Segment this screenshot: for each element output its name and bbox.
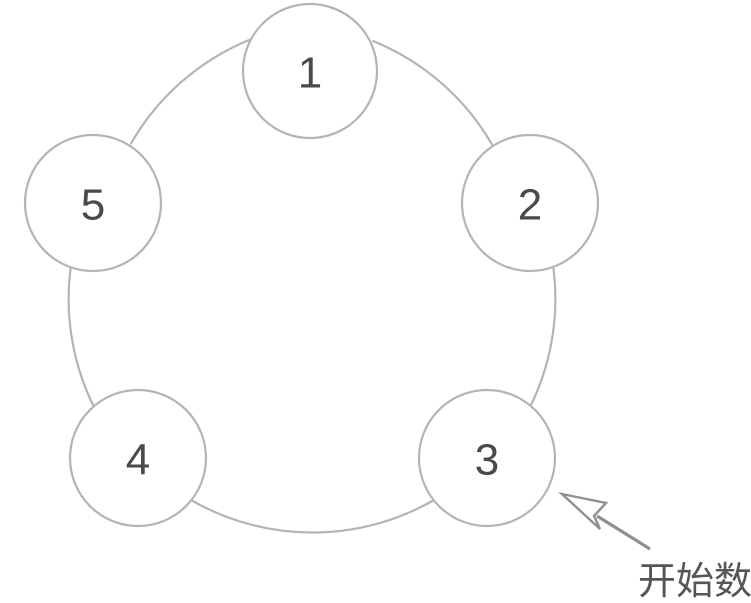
node-5-label: 5 [81,181,105,230]
edge-2-to-3 [527,263,557,411]
edge-4-to-5 [67,263,97,411]
edge-5-to-1 [129,38,251,145]
node-2-label: 2 [518,181,542,230]
node-2[interactable]: 2 [460,133,600,273]
node-4-label: 4 [126,436,150,485]
ring-connectors [67,38,557,534]
start-pointer-label: 开始数 [638,559,751,603]
arrow-shaft-line [596,514,651,551]
start-pointer-arrow [558,491,651,551]
node-2-circle[interactable] [460,133,600,273]
node-3[interactable]: 3 [417,388,557,528]
edge-3-to-4 [189,498,436,534]
node-5[interactable]: 5 [23,133,163,273]
node-4[interactable]: 4 [68,388,208,528]
arrow-head-icon [558,491,609,530]
node-4-circle[interactable] [68,388,208,528]
edge-1-to-2 [371,39,494,146]
node-1[interactable]: 1 [241,2,379,140]
node-3-circle[interactable] [417,388,557,528]
node-5-circle[interactable] [23,133,163,273]
node-1-label: 1 [298,49,322,98]
node-3-label: 3 [475,436,499,485]
node-1-circle[interactable] [241,2,379,140]
